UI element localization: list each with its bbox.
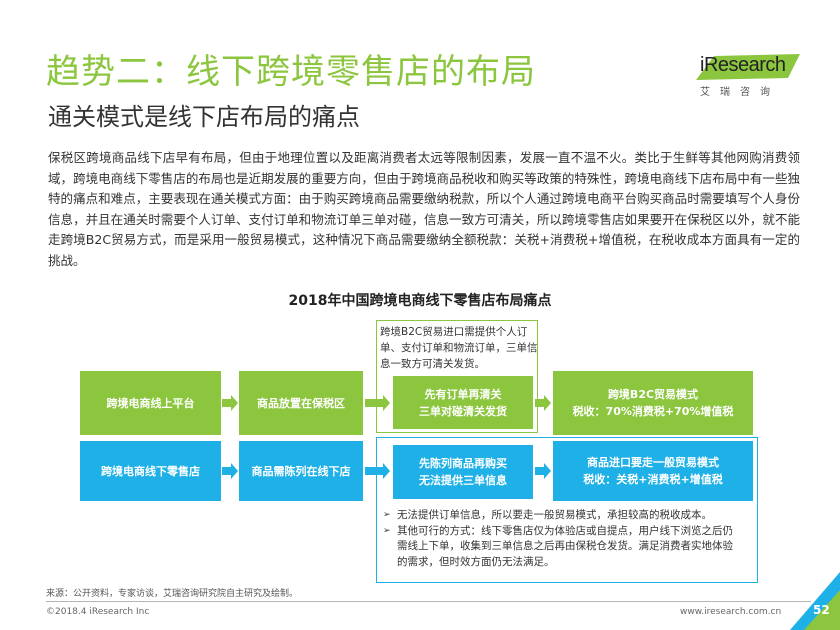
box-b2c-mode: 跨境B2C贸易模式 税收：70%消费税+70%增值税 [553,371,753,435]
logo-leaf-icon [696,54,800,80]
bullet-item: ➢ 无法提供订单信息，所以要走一般贸易模式，承担较高的税收成本。 [381,508,741,524]
box-online-platform: 跨境电商线上平台 [80,371,221,435]
arrow-right-icon [222,463,238,479]
box-general-trade-line2: 税收：关税+消费税+增值税 [583,473,723,486]
top-note-text: 跨境B2C贸易进口需提供个人订单、支付订单和物流订单，三单信息一致方可清关发货。 [380,326,538,370]
box-order-clearance-line1: 先有订单再清关 [424,387,502,401]
box-order-clearance-line2: 三单对碰清关发货 [419,404,507,418]
box-display-instore: 商品需陈列在线下店 [239,441,363,501]
box-general-trade: 商品进口要走一般贸易模式 税收：关税+消费税+增值税 [553,441,753,501]
footer-divider [46,601,811,602]
box-offline-store: 跨境电商线下零售店 [80,441,221,501]
box-general-trade-line1: 商品进口要走一般贸易模式 [587,456,719,469]
website-link[interactable]: www.iresearch.com.cn [680,607,782,617]
logo-subtitle: 艾瑞咨询 [700,87,780,98]
box-order-clearance: 先有订单再清关 三单对碰清关发货 [393,376,533,429]
bullet-arrow-icon: ➢ [383,525,391,536]
box-online-platform-label: 跨境电商线上平台 [106,396,195,410]
bullet-arrow-icon: ➢ [383,510,391,520]
diagram-title: 2018年中国跨境电商线下零售店布局痛点 [288,293,552,309]
pain-point-bullets: ➢ 无法提供订单信息，所以要走一般贸易模式，承担较高的税收成本。 ➢ 其他可行的… [381,508,741,570]
arrow-right-icon [222,395,238,411]
box-bonded-zone-label: 商品放置在保税区 [257,396,345,410]
box-b2c-mode-line2: 税收：70%消费税+70%增值税 [572,405,734,418]
bottom-note-outline [376,437,758,583]
source-note: 来源：公开资料，专家访谈，艾瑞咨询研究院自主研究及绘制。 [46,589,299,599]
box-display-instore-label: 商品需陈列在线下店 [251,464,351,478]
bullet-item: ➢ 其他可行的方式：线下零售店仅为体验店或自提点，用户线下浏览之后仍需线上下单，… [381,524,741,571]
arrow-right-icon [365,395,390,411]
page-number: 52 [813,603,830,617]
intro-paragraph: 保税区跨境商品线下店早有布局，但由于地理位置以及距离消费者太远等限制因素，发展一… [48,150,800,268]
iresearch-logo: iResearch 艾瑞咨询 [690,50,800,100]
corner-triangle-icon [790,572,840,630]
bullet-text: 无法提供订单信息，所以要走一般贸易模式，承担较高的税收成本。 [397,509,712,521]
copyright-text: ©2018.4 iResearch Inc [46,607,150,617]
arrow-right-icon [535,395,551,411]
box-b2c-mode-line1: 跨境B2C贸易模式 [607,388,699,401]
box-display-first: 先陈列商品再购买 无法提供三单信息 [393,445,533,499]
arrow-right-icon [535,463,551,479]
box-display-first-line2: 无法提供三单信息 [419,474,507,487]
box-bonded-zone: 商品放置在保税区 [239,371,363,435]
logo-wordmark: iResearch [700,54,786,76]
arrow-right-icon [365,463,390,479]
top-note-outline [376,320,538,433]
box-offline-store-label: 跨境电商线下零售店 [101,464,200,478]
bullet-text: 其他可行的方式：线下零售店仅为体验店或自提点，用户线下浏览之后仍需线上下单，收集… [397,524,733,568]
box-display-first-line1: 先陈列商品再购买 [419,457,507,470]
page-title: 趋势二：线下跨境零售店的布局 [46,52,536,92]
page-subtitle: 通关模式是线下店布局的痛点 [48,103,360,131]
